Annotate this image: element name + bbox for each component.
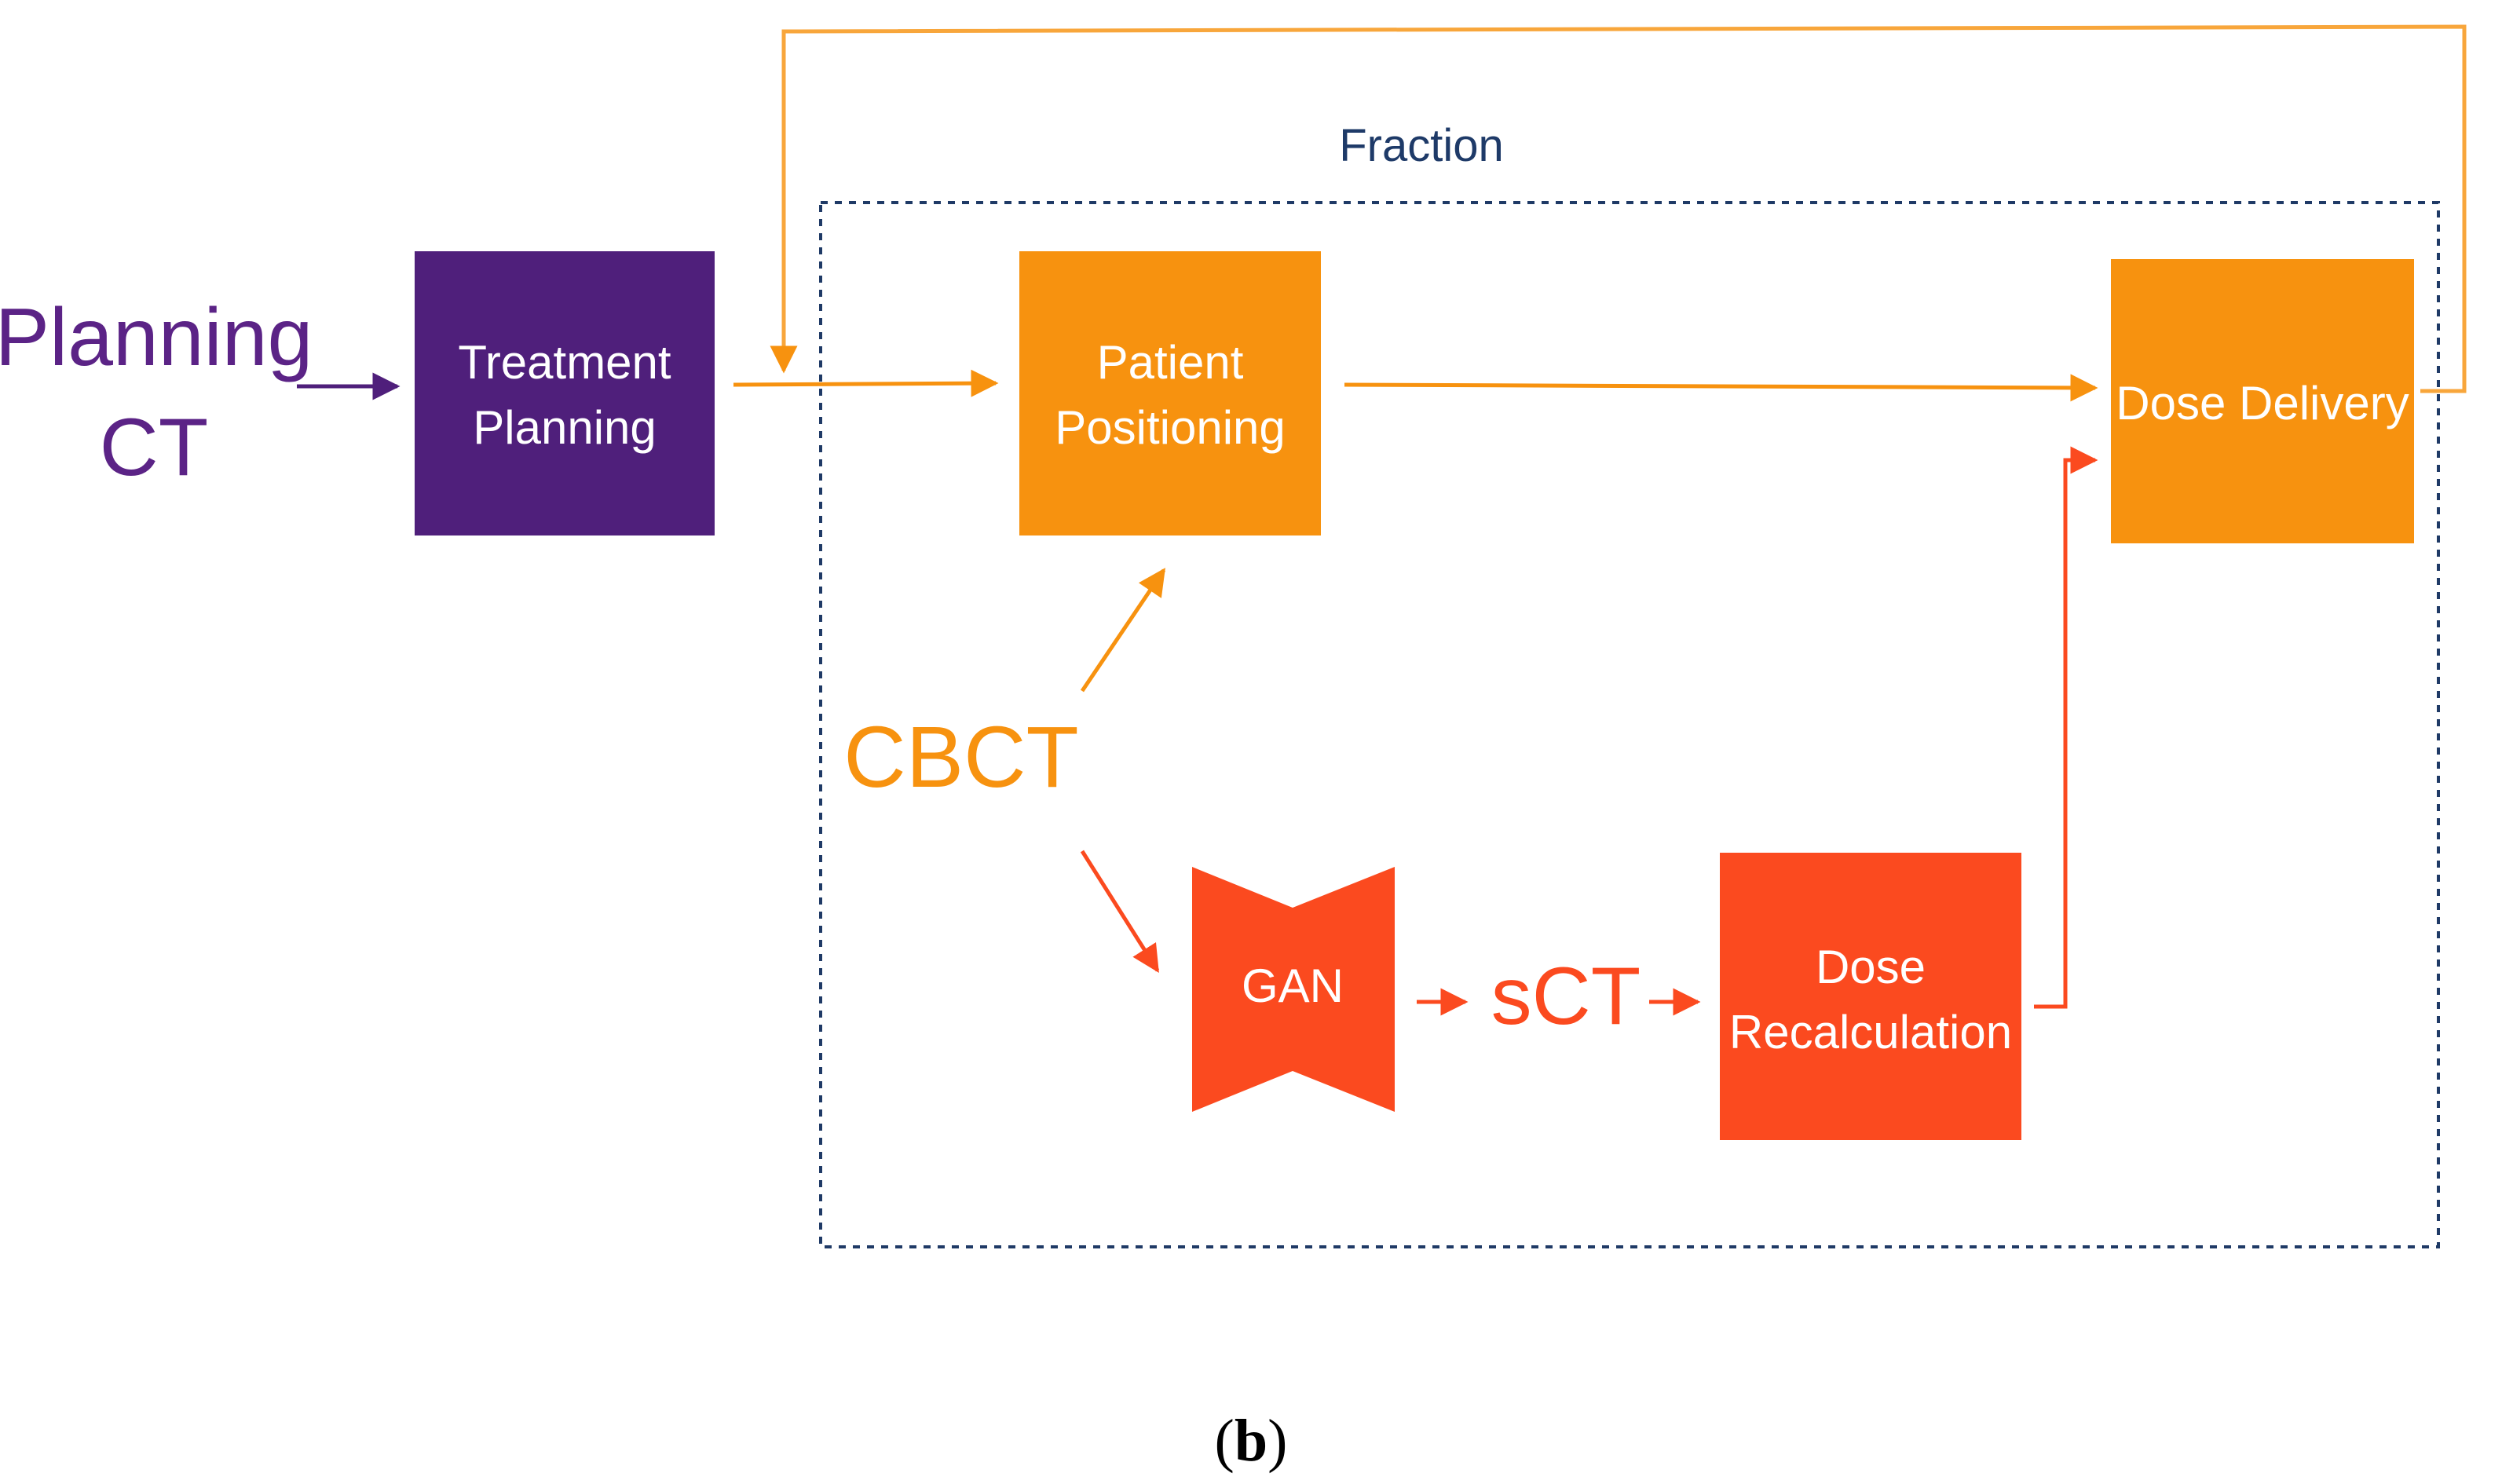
svg-text:CT: CT bbox=[100, 402, 209, 493]
sct-label: sCT bbox=[1491, 951, 1641, 1042]
arrow-cbct-to-gan bbox=[1080, 850, 1160, 973]
arrow-recalculation-to-delivery bbox=[2034, 446, 2098, 1009]
fraction-label: Fraction bbox=[1339, 120, 1504, 171]
figure-caption: (b) bbox=[1215, 1408, 1288, 1474]
svg-text:Treatment: Treatment bbox=[458, 336, 671, 389]
dose-recalculation-box: Dose Recalculation bbox=[1720, 853, 2021, 1140]
svg-text:Dose: Dose bbox=[1816, 941, 1926, 993]
fraction-group-border bbox=[819, 201, 2440, 1248]
arrow-positioning-to-delivery bbox=[1344, 374, 2098, 402]
cbct-label: CBCT bbox=[843, 709, 1078, 806]
feedback-loop-arrow bbox=[770, 24, 2467, 393]
svg-text:Positioning: Positioning bbox=[1055, 401, 1286, 454]
svg-text:Planning: Planning bbox=[473, 401, 657, 454]
svg-text:Planning: Planning bbox=[0, 292, 313, 383]
arrow-cbct-to-positioning bbox=[1080, 568, 1166, 693]
gan-block: GAN bbox=[1192, 867, 1395, 1112]
svg-text:Dose Delivery: Dose Delivery bbox=[2116, 377, 2409, 429]
dose-delivery-box: Dose Delivery bbox=[2111, 259, 2414, 543]
svg-text:Recalculation: Recalculation bbox=[1729, 1006, 2012, 1058]
svg-text:Patient: Patient bbox=[1097, 336, 1244, 389]
arrow-treatment-to-positioning bbox=[733, 369, 999, 397]
planning-ct-label: Planning CT bbox=[0, 292, 313, 493]
patient-positioning-box: Patient Positioning bbox=[1019, 251, 1321, 535]
svg-text:(b): (b) bbox=[1215, 1408, 1288, 1474]
treatment-planning-box: Treatment Planning bbox=[415, 251, 715, 535]
svg-text:GAN: GAN bbox=[1242, 959, 1344, 1012]
